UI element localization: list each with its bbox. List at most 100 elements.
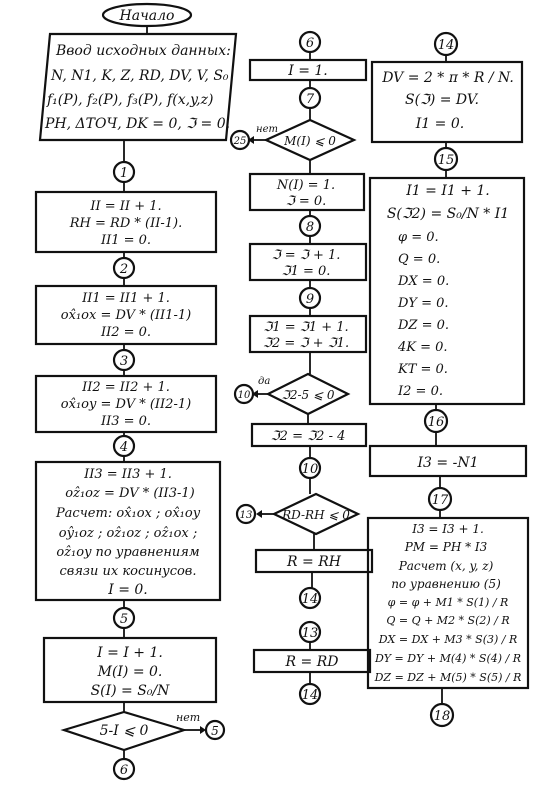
- box-17-line-9: DZ = DZ + M(5) * S(5) / R: [374, 671, 522, 684]
- box-17-line-3: Расчет (x, y, z): [398, 559, 494, 573]
- connector-18: [429, 702, 455, 728]
- box-16: [368, 444, 528, 478]
- box-13-line-1: R = RD: [285, 654, 339, 670]
- connector-5-back: [204, 719, 226, 741]
- box-3-line-2: ox̂₁oy = DV * (II2-1): [61, 397, 191, 412]
- decision-10-text: RD-RH ⩽ 0: [281, 508, 350, 522]
- box-4-line-7: I = 0.: [107, 582, 148, 598]
- box-15-line-1: I1 = I1 + 1.: [405, 183, 490, 199]
- box-9-line-2: ℑ2 = ℑ + ℑ1.: [263, 336, 349, 351]
- connector-14-b-label: 14: [302, 688, 319, 703]
- connector-13-ref: [235, 503, 257, 525]
- box-17-line-2: PM = PH * I3: [404, 540, 488, 554]
- connector-6-label: 6: [306, 36, 314, 51]
- box-8: [248, 242, 368, 282]
- connector-7-label: 7: [306, 92, 315, 107]
- decision-5-no-label: нет: [176, 711, 200, 724]
- box-4-line-2: oẑ₁oz = DV * (II3-1): [65, 486, 194, 501]
- box-4-line-3: Расчет: ox̂₁ox ; ox̂₁oy: [55, 506, 201, 521]
- box-15-line-10: I2 = 0.: [397, 384, 443, 399]
- middle-column: 6 I = 1. 7 M(I) ⩽ 0 нет 25 N(I) = 1. ℑ =…: [229, 30, 374, 706]
- decision-9-yes-label: да: [258, 376, 270, 387]
- box-15-line-2: S(ℑ2) = S₀/N * I1: [387, 206, 509, 222]
- box-17-line-5: φ = φ + M1 * S(1) / R: [388, 596, 509, 609]
- box-4-line-6: связи их косинусов.: [59, 564, 196, 579]
- box-15-line-9: KT = 0.: [397, 362, 448, 377]
- connector-1-label: 1: [120, 166, 128, 181]
- connector-5-label: 5: [120, 612, 128, 627]
- connector-18-label: 18: [434, 709, 451, 724]
- connector-16-label: 16: [428, 415, 445, 430]
- box-7-line-1: N(I) = 1.: [276, 178, 335, 193]
- connector-6-exit: [112, 757, 136, 781]
- connector-3-label: 3: [120, 354, 128, 369]
- right-column: 14 DV = 2 * π * R / N. S(ℑ) = DV. I1 = 0…: [366, 31, 530, 728]
- box-15: [368, 176, 526, 406]
- input-line-4: PH, ΔTOЧ, DK = 0, ℑ = 0.: [44, 116, 230, 132]
- box-17-line-1: I3 = I3 + 1.: [411, 522, 484, 536]
- decision-9-text: ℑ2-5 ⩽ 0: [281, 388, 334, 402]
- connector-10-ref: [233, 383, 255, 405]
- box-15-line-8: 4K = 0.: [397, 340, 448, 355]
- box-15-line-4: Q = 0.: [398, 252, 440, 267]
- box-16-line-1: I3 = -N1: [417, 455, 479, 471]
- connector-4-label: 4: [119, 440, 128, 455]
- connector-8-label: 8: [306, 220, 314, 235]
- box-7-line-2: ℑ = 0.: [286, 194, 327, 209]
- connector-25-label: 25: [233, 136, 247, 147]
- box-14-line-1: DV = 2 * π * R / N.: [381, 70, 514, 86]
- box-5-line-3: S(I) = S₀/N: [91, 683, 171, 699]
- decision-7-text: M(I) ⩽ 0: [283, 134, 336, 148]
- decision-5-text: 5-I ⩽ 0: [100, 723, 149, 739]
- connector-14-a: [298, 586, 322, 610]
- box-5: [42, 636, 218, 704]
- connector-6-exit-label: 6: [120, 763, 128, 778]
- connector-17-label: 17: [432, 493, 449, 508]
- box-9b: [250, 422, 368, 448]
- box-6: [248, 58, 368, 82]
- box-1-line-3: II1 = 0.: [100, 233, 151, 248]
- box-8-line-2: ℑ1 = 0.: [282, 264, 331, 279]
- box-8-line-1: ℑ = ℑ + 1.: [272, 248, 341, 263]
- box-3-line-1: II2 = II2 + 1.: [81, 380, 170, 395]
- box-13: [252, 648, 372, 674]
- connector-5-back-label: 5: [211, 724, 219, 738]
- box-6-line-1: I = 1.: [287, 63, 328, 79]
- box-1-line-2: RH = RD * (II-1).: [69, 216, 182, 231]
- box-1: [34, 190, 218, 254]
- start-label: Начало: [119, 8, 175, 24]
- box-3: [34, 374, 218, 434]
- box-2-line-1: II1 = II1 + 1.: [81, 291, 170, 306]
- box-17-line-4: по уравнению (5): [391, 577, 501, 591]
- input-parallelogram: [38, 32, 238, 142]
- connector-14-a-label: 14: [302, 592, 319, 607]
- box-17-line-8: DY = DY + M(4) * S(4) / R: [374, 652, 521, 665]
- connector-9-label: 9: [306, 292, 314, 307]
- box-4-line-4: oŷ₁oz ; oẑ₁oz ; oẑ₁ox ;: [59, 526, 197, 541]
- box-5-line-2: M(I) = 0.: [97, 664, 163, 680]
- box-15-line-7: DZ = 0.: [397, 318, 449, 333]
- box-9b-line-1: ℑ2 = ℑ2 - 4: [271, 429, 346, 444]
- box-14: [370, 60, 524, 144]
- box-15-line-3: φ = 0.: [398, 230, 439, 245]
- box-1-line-1: II = II + 1.: [89, 199, 161, 214]
- box-10: [254, 548, 374, 574]
- box-4-line-5: oẑ₁oy по уравнениям: [56, 545, 199, 560]
- connector-10-label: 10: [302, 462, 319, 477]
- input-line-2: N, N1, K, Z, RD, DV, V, S₀: [50, 68, 229, 84]
- box-2-line-3: II2 = 0.: [100, 325, 151, 340]
- decision-7-no-label: нет: [256, 124, 278, 135]
- connector-25: [229, 129, 251, 151]
- box-9: [248, 314, 368, 354]
- box-15-line-5: DX = 0.: [397, 274, 449, 289]
- connector-15-label: 15: [438, 153, 455, 168]
- box-14-line-2: S(ℑ) = DV.: [405, 92, 479, 108]
- box-9-line-1: ℑ1 = ℑ1 + 1.: [263, 320, 348, 335]
- connector-10-ref-label: 10: [238, 390, 251, 401]
- box-17-line-7: DX = DX + M3 * S(3) / R: [378, 633, 518, 646]
- connector-13-ref-label: 13: [240, 510, 253, 521]
- box-17-line-6: Q = Q + M2 * S(2) / R: [386, 614, 509, 627]
- connector-13-label: 13: [302, 626, 319, 641]
- box-4-line-1: II3 = II3 + 1.: [83, 467, 172, 482]
